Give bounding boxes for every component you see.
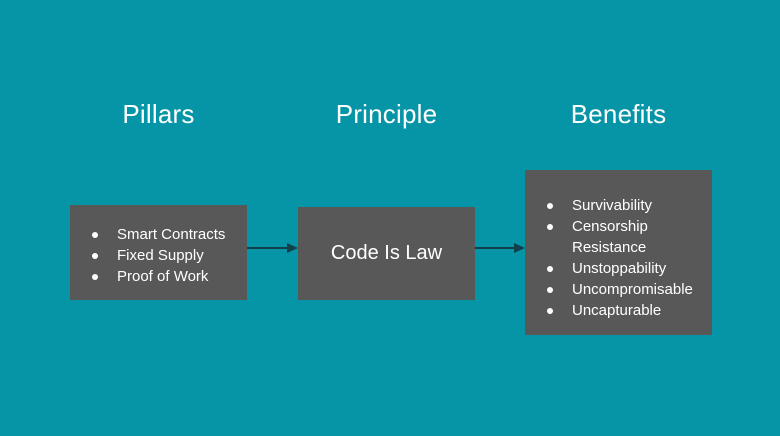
benefits-list: Survivability Censorship Resistance Unst… (547, 195, 704, 321)
list-item: Unstoppability (547, 258, 704, 279)
principle-label: Code Is Law (330, 242, 443, 264)
column-title-principle: Principle (335, 99, 438, 129)
list-item: Proof of Work (92, 266, 239, 287)
pillars-list: Smart Contracts Fixed Supply Proof of Wo… (92, 224, 239, 287)
list-item: Smart Contracts (92, 224, 239, 245)
list-item: Fixed Supply (92, 245, 239, 266)
list-item: Uncapturable (547, 300, 704, 321)
box-principle: Code Is Law (298, 207, 475, 300)
box-benefits: Survivability Censorship Resistance Unst… (525, 170, 712, 335)
list-item: Survivability (547, 195, 704, 216)
box-pillars: Smart Contracts Fixed Supply Proof of Wo… (70, 205, 247, 300)
list-item: Uncompromisable (547, 279, 704, 300)
list-item: Censorship Resistance (547, 216, 704, 258)
arrow-right-icon-principle-to-benefits (475, 243, 525, 253)
arrow-right-icon-pillars-to-principle (247, 243, 298, 253)
column-title-benefits: Benefits (570, 99, 667, 129)
column-title-pillars: Pillars (122, 99, 195, 129)
